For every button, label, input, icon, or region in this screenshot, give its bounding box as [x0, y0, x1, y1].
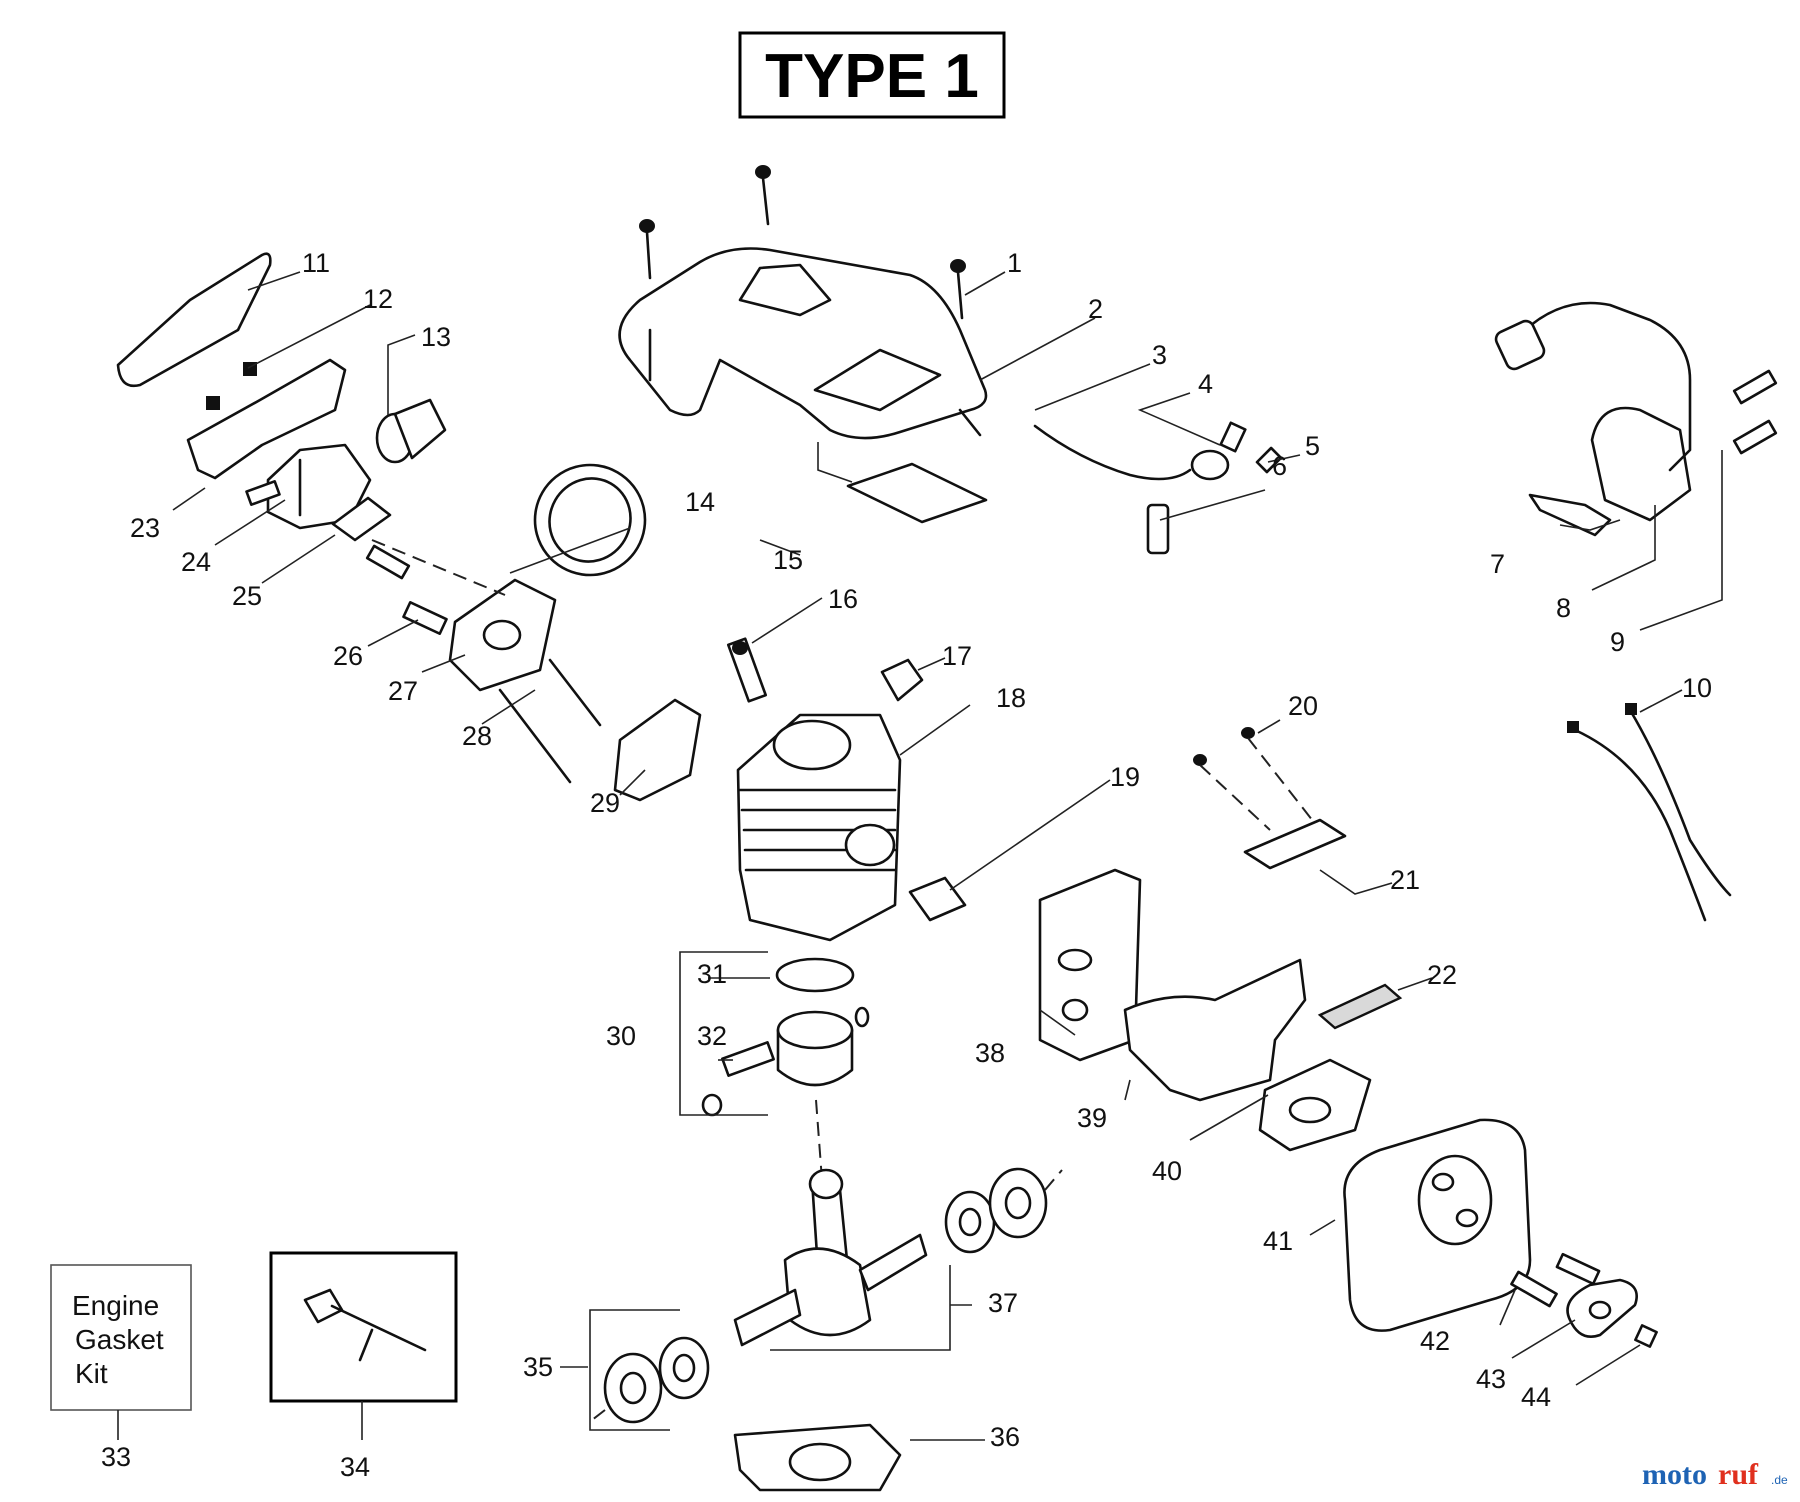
watermark-brand-2: ruf — [1718, 1458, 1759, 1491]
callout-labels: 1 2 3 4 5 6 7 8 9 10 11 12 13 14 15 16 1… — [101, 248, 1712, 1482]
callout-23: 23 — [130, 513, 160, 543]
callout-12: 12 — [363, 284, 393, 314]
part-carburettor — [245, 443, 372, 530]
callout-17: 17 — [942, 641, 972, 671]
callout-7: 7 — [1490, 549, 1505, 579]
bolt-icon — [365, 544, 602, 784]
callout-4: 4 — [1198, 369, 1213, 399]
part-bearing — [603, 1167, 1048, 1424]
part-ignition-wire — [1567, 703, 1732, 922]
callout-26: 26 — [333, 641, 363, 671]
callout-29: 29 — [590, 788, 620, 818]
screw-icon — [1193, 727, 1255, 766]
callout-36: 36 — [990, 1422, 1020, 1452]
part-air-filter — [116, 252, 272, 388]
part-rubber-ring — [533, 463, 647, 577]
watermark-logo: moto ruf .de — [1642, 1458, 1788, 1491]
nut-icon — [206, 362, 257, 410]
part-cylinder — [736, 713, 902, 942]
part-filter-pad — [846, 462, 988, 524]
callout-10: 10 — [1682, 673, 1712, 703]
part-intake-boot — [375, 398, 447, 464]
callout-39: 39 — [1077, 1103, 1107, 1133]
callout-15: 15 — [773, 545, 803, 575]
part-spark-screen — [1317, 983, 1403, 1030]
callout-2: 2 — [1088, 294, 1103, 324]
callout-35: 35 — [523, 1352, 553, 1382]
part-muffler-gasket — [1258, 1058, 1372, 1152]
callout-11: 11 — [302, 248, 330, 278]
watermark-suffix: .de — [1771, 1473, 1788, 1487]
part-cylinder-gasket — [613, 698, 702, 802]
callout-16: 16 — [828, 584, 858, 614]
part-plug-boot — [880, 658, 924, 702]
callout-28: 28 — [462, 721, 492, 751]
part-piston-pin — [721, 1041, 775, 1077]
callout-24: 24 — [181, 547, 211, 577]
kit-line-1: Engine — [72, 1290, 159, 1321]
part-fitting — [1190, 421, 1283, 481]
part-muffler-shield — [1123, 958, 1307, 1102]
part-fuel-filter — [1146, 503, 1170, 555]
screw-icon — [639, 165, 966, 320]
callout-31: 31 — [697, 959, 727, 989]
title-box: TYPE 1 — [738, 31, 1006, 119]
callout-34: 34 — [340, 1452, 370, 1482]
bolt-icon — [1732, 369, 1778, 455]
part-circlip — [701, 1093, 723, 1117]
callout-33: 33 — [101, 1442, 131, 1472]
callout-22: 22 — [1427, 960, 1457, 990]
callout-13: 13 — [421, 322, 451, 352]
callout-8: 8 — [1556, 593, 1571, 623]
watermark-brand-1: moto — [1642, 1458, 1707, 1491]
callout-18: 18 — [996, 683, 1026, 713]
part-ignition-coil — [1494, 301, 1692, 522]
part-piston-ring — [775, 957, 855, 993]
callout-25: 25 — [232, 581, 262, 611]
callout-43: 43 — [1476, 1364, 1506, 1394]
part-carb-bracket — [186, 358, 347, 480]
callout-19: 19 — [1110, 762, 1140, 792]
leader-lines — [172, 271, 1723, 1441]
part-impulse-boot — [908, 876, 967, 922]
callout-20: 20 — [1288, 691, 1318, 721]
callout-1: 1 — [1007, 248, 1022, 278]
callout-3: 3 — [1152, 340, 1167, 370]
callout-38: 38 — [975, 1038, 1005, 1068]
kit-line-2: Gasket — [75, 1324, 164, 1355]
part-spark-plug — [726, 637, 768, 703]
callout-14: 14 — [685, 487, 715, 517]
callout-9: 9 — [1610, 627, 1625, 657]
callout-6: 6 — [1272, 451, 1287, 481]
callout-40: 40 — [1152, 1156, 1182, 1186]
part-top-cover — [618, 247, 988, 440]
callout-44: 44 — [1521, 1382, 1551, 1412]
callout-5: 5 — [1305, 431, 1320, 461]
kit-line-3: Kit — [75, 1358, 108, 1389]
part-crankshaft — [733, 1168, 928, 1347]
callout-32: 32 — [697, 1021, 727, 1051]
callout-41: 41 — [1263, 1226, 1293, 1256]
part-wrench-box — [269, 1251, 458, 1440]
callout-27: 27 — [388, 676, 418, 706]
part-coil-bracket — [1528, 493, 1612, 537]
part-muffler-plate — [1566, 1278, 1638, 1338]
bolt-icon — [1510, 1252, 1601, 1308]
callout-42: 42 — [1420, 1326, 1450, 1356]
title: TYPE 1 — [765, 42, 979, 111]
kit-box: Engine Gasket Kit — [50, 1264, 192, 1440]
callout-21: 21 — [1390, 865, 1420, 895]
callout-37: 37 — [988, 1288, 1018, 1318]
callout-30: 30 — [606, 1021, 636, 1051]
part-piston — [776, 1010, 854, 1087]
part-gasket-small — [331, 496, 392, 542]
nut-icon — [1634, 1324, 1658, 1348]
part-fuel-line — [1033, 424, 1192, 481]
part-spark-screen-plate — [1243, 818, 1347, 870]
part-muffler — [1343, 1118, 1532, 1332]
